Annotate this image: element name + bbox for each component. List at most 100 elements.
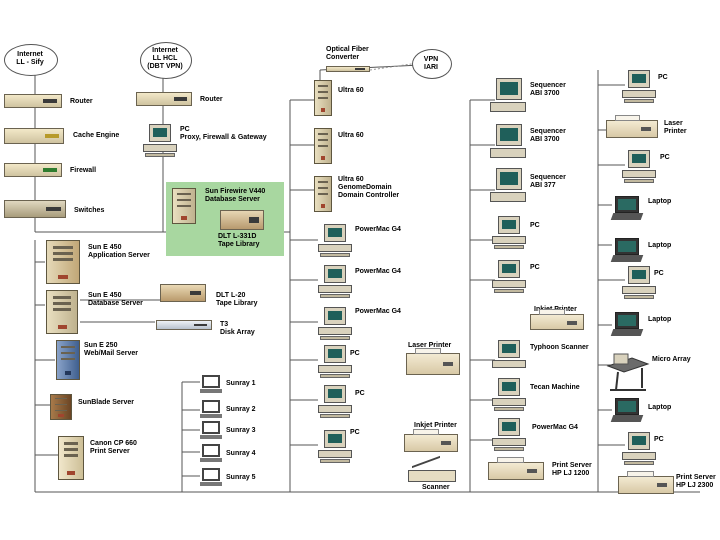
pc-mid-2-icon [318, 385, 352, 419]
dlt-l331d-icon [220, 210, 264, 230]
powermac-3-icon [318, 307, 352, 341]
print-server-1200-label: Print Server HP LJ 1200 [552, 462, 592, 477]
pc-far-3-label: PC [654, 270, 664, 277]
tecan-machine-label: Tecan Machine [530, 384, 580, 391]
t3-label: T3 Disk Array [220, 321, 255, 336]
optical-fiber-device [326, 66, 370, 72]
sunray-5-label: Sunray 5 [226, 474, 256, 481]
sequencer-1-label: Sequencer ABI 3700 [530, 82, 566, 97]
dlt-l20-icon [160, 284, 206, 302]
pc-far-4-icon [622, 432, 656, 466]
laptop-2-icon [610, 238, 644, 264]
sun-e450-db-label: Sun E 450 Database Server [88, 292, 143, 307]
scanner-mid-label: Scanner [422, 484, 450, 491]
sunray-4-icon [200, 444, 222, 464]
router-hcl-device [136, 92, 192, 106]
firewall-device [4, 163, 62, 177]
typhoon-scanner-icon [492, 340, 526, 370]
inkjet-printer-r-icon [530, 309, 584, 330]
sequencer-3-icon [490, 168, 526, 206]
sun-e450-db-server-icon [46, 290, 78, 334]
sun-e250-label: Sun E 250 Web/Mail Server [84, 342, 138, 357]
sunray-1-label: Sunray 1 [226, 380, 256, 387]
dlt-l331d-label: DLT L-331D Tape Library [218, 233, 260, 248]
print-server-1200-icon [488, 457, 544, 480]
micro-array-label: Micro Array [652, 356, 691, 363]
laptop-1-label: Laptop [648, 198, 672, 205]
laptop-2-label: Laptop [648, 242, 672, 249]
ultra60-3-icon [314, 176, 332, 212]
pc-mid-2-label: PC [355, 390, 365, 397]
pc-mid-3-icon [318, 430, 352, 464]
vpn-iari-cloud [412, 49, 452, 79]
router-hcl-label: Router [200, 96, 223, 103]
ultra60-2-icon [314, 128, 332, 164]
dlt-l20-label: DLT L-20 Tape Library [216, 292, 258, 307]
pc-r1-label: PC [530, 222, 540, 229]
laser-printer-mid-label: Laser Printer [408, 342, 452, 349]
powermac-1-label: PowerMac G4 [355, 226, 401, 233]
sun-e250-server-icon [56, 340, 80, 380]
ultra60-1-label: Ultra 60 [338, 87, 364, 94]
pc-far-1-label: PC [658, 74, 668, 81]
laptop-1-icon [610, 196, 644, 222]
sunray-2-icon [200, 400, 222, 420]
cache-engine-label: Cache Engine [73, 132, 120, 139]
ultra60-1-icon [314, 80, 332, 116]
pc-mid-3-label: PC [350, 429, 360, 436]
t3-disk-array-icon [156, 320, 212, 330]
sequencer-2-label: Sequencer ABI 3700 [530, 128, 566, 143]
typhoon-scanner-label: Typhoon Scanner [530, 344, 589, 351]
laser-printer-far-label: Laser Printer [664, 120, 687, 135]
router-device [4, 94, 62, 108]
ultra60-2-label: Ultra 60 [338, 132, 364, 139]
pc-r2-label: PC [530, 264, 540, 271]
sequencer-2-icon [490, 124, 526, 162]
pc-far-3-icon [622, 266, 656, 300]
sunray-5-icon [200, 468, 222, 488]
powermac-r-icon [492, 418, 526, 452]
print-server-2300-label: Print Server HP LJ 2300 [676, 474, 716, 489]
optical-fiber-label: Optical Fiber Converter [326, 46, 369, 61]
ultra60-3-label: Ultra 60 GenomeDomain Domain Controller [338, 176, 400, 199]
powermac-2-icon [318, 265, 352, 299]
sunray-3-label: Sunray 3 [226, 427, 256, 434]
pc-far-2-icon [622, 150, 656, 184]
laptop-4-label: Laptop [648, 404, 672, 411]
powermac-3-label: PowerMac G4 [355, 308, 401, 315]
internet-hcl-cloud [140, 42, 192, 79]
micro-array-icon [606, 353, 650, 391]
inkjet-printer-mid-label: Inkjet Printer [414, 422, 457, 429]
firewall-label: Firewall [70, 167, 97, 174]
pc-mid-1-label: PC [350, 350, 360, 357]
sunblade-server-icon [50, 394, 72, 420]
pc-proxy-icon [143, 124, 177, 158]
sunblade-label: SunBlade Server [78, 399, 135, 406]
sun-firewire-label: Sun Firewire V440 Database Server [205, 188, 266, 203]
tecan-machine-icon [492, 378, 526, 412]
internet-sify-cloud [4, 44, 58, 76]
pc-r1-icon [492, 216, 526, 250]
inkjet-printer-mid-icon [404, 429, 458, 452]
internet-sify-label: Internet LL - Sify [16, 51, 44, 66]
sunray-1-icon [200, 375, 222, 395]
pc-r2-icon [492, 260, 526, 294]
vpn-iari-label: VPN IARI [423, 56, 439, 71]
pc-far-2-label: PC [660, 154, 670, 161]
sun-e450-app-label: Sun E 450 Application Server [88, 244, 150, 259]
sun-firewire-server-icon [172, 188, 196, 224]
pc-far-1-icon [622, 70, 656, 104]
switches-device [4, 200, 66, 218]
laptop-4-icon [610, 398, 644, 424]
powermac-1-icon [318, 224, 352, 258]
router-label: Router [70, 98, 93, 105]
sunray-2-label: Sunray 2 [226, 406, 256, 413]
print-server-2300-icon [618, 471, 674, 494]
internet-hcl-label: Internet LL HCL (DBT VPN) [147, 47, 183, 70]
laser-printer-mid-icon [406, 348, 460, 375]
laptop-3-icon [610, 312, 644, 338]
laptop-3-label: Laptop [648, 316, 672, 323]
canon-print-server-icon [58, 436, 84, 480]
pc-mid-1-icon [318, 345, 352, 379]
scanner-mid-icon [408, 470, 456, 482]
